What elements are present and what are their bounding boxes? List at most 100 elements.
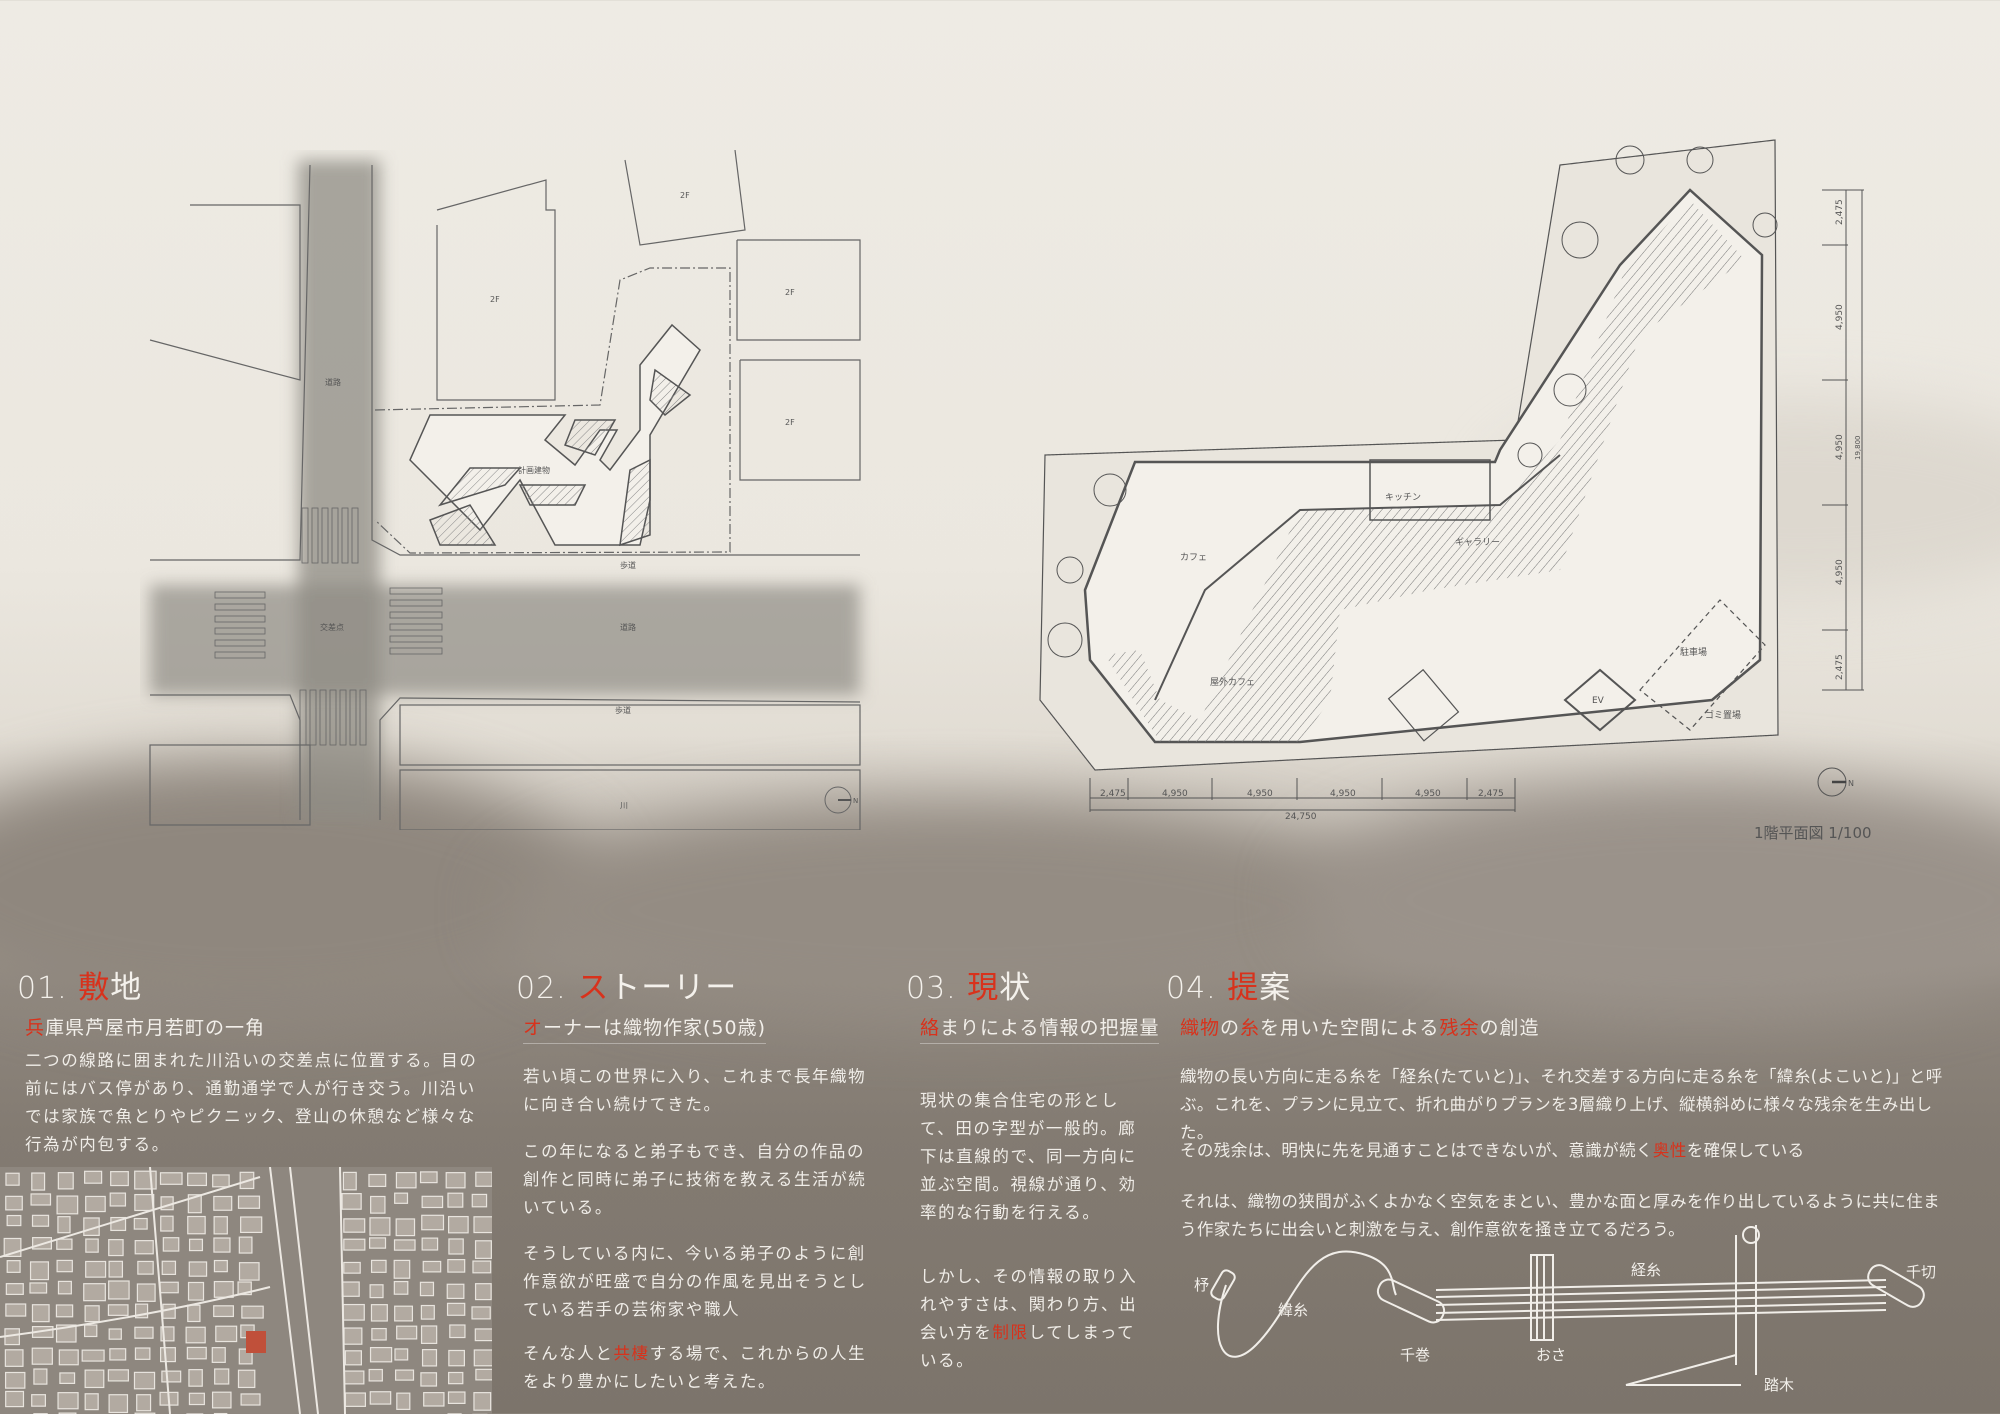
map-building-block bbox=[5, 1390, 25, 1408]
map-building-block bbox=[108, 1280, 130, 1300]
map-building-block bbox=[187, 1281, 205, 1301]
title-rest: 状 bbox=[999, 970, 1032, 1006]
label-intersection: 交差点 bbox=[320, 622, 344, 632]
map-building-block bbox=[84, 1393, 99, 1411]
map-building-block bbox=[368, 1173, 387, 1188]
north-arrow-icon: N bbox=[824, 786, 858, 814]
map-building-block bbox=[57, 1280, 72, 1295]
map-building-block bbox=[160, 1215, 174, 1232]
heddle-frame bbox=[1625, 1225, 1760, 1386]
neighbor-building bbox=[149, 204, 301, 381]
cloth-beam bbox=[1376, 1278, 1446, 1324]
map-building-block bbox=[84, 1369, 105, 1389]
neighbor-building bbox=[624, 150, 746, 246]
map-building-block bbox=[134, 1193, 155, 1212]
map-building-block bbox=[215, 1325, 238, 1343]
map-building-block bbox=[4, 1349, 24, 1367]
section-01-heading: 01. 敷地 bbox=[17, 962, 142, 1007]
text: する場で、これからの人生をより豊かにしたいと考えた。 bbox=[523, 1344, 867, 1391]
map-building-block bbox=[31, 1394, 46, 1407]
site-plan: 道路 交差点 道路 歩道 歩道 計画建物 川 2F 2F 2F 2F N bbox=[149, 150, 861, 830]
area-map bbox=[0, 1167, 492, 1414]
map-building-block bbox=[341, 1193, 362, 1210]
map-building-block bbox=[185, 1326, 206, 1344]
title-rest: トーリー bbox=[609, 970, 738, 1006]
map-building-block bbox=[420, 1372, 438, 1387]
section-number: 03. bbox=[906, 971, 957, 1006]
map-building-block bbox=[449, 1324, 466, 1339]
parking bbox=[1639, 599, 1766, 731]
map-building-block bbox=[159, 1281, 179, 1294]
map-building-block bbox=[473, 1349, 492, 1367]
title-accent: 敷 bbox=[78, 970, 111, 1006]
map-building-block bbox=[59, 1372, 76, 1384]
planned-building bbox=[409, 323, 701, 547]
label-sidewalk: 歩道 bbox=[620, 560, 636, 570]
map-building-block bbox=[394, 1348, 409, 1361]
map-building-block bbox=[6, 1214, 22, 1227]
map-building-block bbox=[31, 1304, 50, 1323]
map-building-block bbox=[56, 1238, 73, 1250]
map-building-block bbox=[55, 1304, 74, 1318]
subtitle-rest: 庫県芦屋市月若町の一角 bbox=[45, 1017, 266, 1039]
map-building-block bbox=[108, 1260, 124, 1278]
dimension-horizontal: 2,475 4,950 4,950 4,950 4,950 2,475 24,7… bbox=[1089, 778, 1516, 822]
map-building-block bbox=[213, 1305, 234, 1318]
map-building-block bbox=[137, 1260, 154, 1275]
map-building-block bbox=[84, 1305, 100, 1323]
label-warp-beam: 千切 bbox=[1906, 1263, 1936, 1281]
road-edge bbox=[150, 694, 301, 820]
map-building-block bbox=[419, 1281, 435, 1297]
section-02-heading: 02. ストーリー bbox=[516, 962, 737, 1007]
map-building-block bbox=[344, 1392, 367, 1407]
map-building-block bbox=[57, 1392, 79, 1410]
map-building-block bbox=[393, 1259, 411, 1279]
map-building-block bbox=[395, 1218, 416, 1237]
svg-text:4,950: 4,950 bbox=[1247, 789, 1273, 799]
svg-text:4,950: 4,950 bbox=[1330, 789, 1356, 799]
map-building-block bbox=[344, 1350, 362, 1366]
trees bbox=[1047, 145, 1778, 658]
map-building-block bbox=[134, 1347, 151, 1360]
map-building-block bbox=[240, 1216, 263, 1234]
map-building-block bbox=[343, 1370, 365, 1385]
svg-text:2,475: 2,475 bbox=[1835, 199, 1845, 225]
section-03-subtitle: 絡まりによる情報の把握量 bbox=[920, 1013, 1160, 1044]
title-accent: 提 bbox=[1227, 970, 1260, 1006]
section-04-p1: 織物の長い方向に走る糸を「経糸(たていと)」、それ交差する方向に走る糸を「緯糸(… bbox=[1180, 1067, 1943, 1142]
section-01-subtitle: 兵庫県芦屋市月若町の一角 bbox=[25, 1013, 265, 1043]
map-building-block bbox=[421, 1195, 444, 1209]
section-02-subtitle: オーナーは織物作家(50歳) bbox=[523, 1013, 767, 1044]
map-building-block bbox=[83, 1283, 106, 1302]
subtitle-accent: 糸 bbox=[1240, 1017, 1261, 1039]
text: その残余は、明快に先を見通すことはできないが、意識が続く bbox=[1180, 1141, 1653, 1160]
map-building-block bbox=[109, 1348, 127, 1361]
subtitle-rest: ーナーは織物作家(50歳) bbox=[543, 1017, 767, 1039]
map-building-block bbox=[474, 1283, 492, 1301]
map-building-block bbox=[240, 1393, 261, 1406]
map-building-block bbox=[475, 1368, 492, 1381]
map-building-block bbox=[447, 1259, 466, 1273]
section-number: 02. bbox=[516, 971, 567, 1006]
title-rest: 地 bbox=[110, 970, 143, 1006]
map-building-block bbox=[31, 1214, 50, 1227]
map-building-block bbox=[369, 1217, 391, 1236]
map-building-block bbox=[110, 1171, 129, 1187]
map-building-block bbox=[448, 1238, 464, 1255]
map-building-block bbox=[394, 1369, 415, 1381]
interior-wall bbox=[1154, 454, 1561, 701]
map-building-block bbox=[448, 1371, 464, 1385]
map-building-block bbox=[343, 1327, 363, 1345]
floor-plan: カフェ キッチン ギャラリー 屋外カフェ 駐車場 ゴミ置場 EV 2,475 4… bbox=[1039, 139, 1864, 822]
label-bldg: 2F bbox=[785, 418, 795, 427]
building-outline bbox=[1083, 188, 1764, 744]
section-04-p2: その残余は、明快に先を見通すことはできないが、意識が続く奥性を確保している bbox=[1180, 1137, 1950, 1165]
map-building-block bbox=[57, 1216, 71, 1234]
map-building-block bbox=[369, 1346, 393, 1363]
map-building-block bbox=[107, 1304, 129, 1316]
map-building-block bbox=[85, 1238, 99, 1253]
label-road: 道路 bbox=[620, 622, 636, 632]
street bbox=[0, 1167, 346, 1414]
map-building-block bbox=[107, 1369, 129, 1382]
map-building-block bbox=[5, 1303, 27, 1317]
